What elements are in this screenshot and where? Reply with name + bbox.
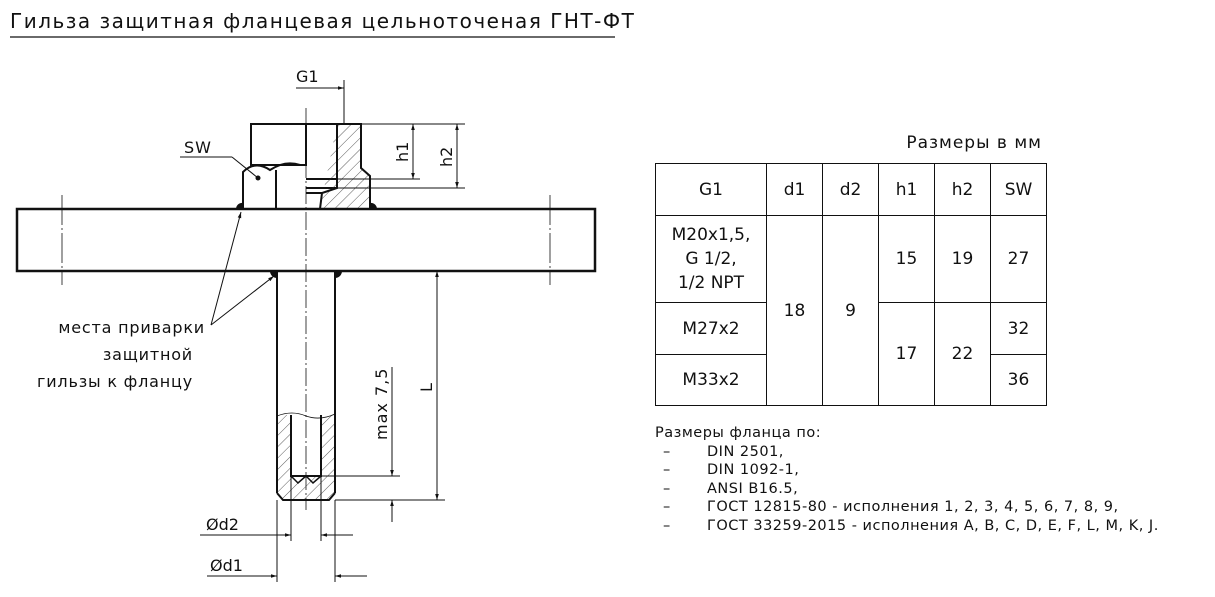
dimensions-table: G1 d1 d2 h1 h2 SW M20x1,5, G 1/2, 1/2 NP… (655, 163, 1047, 406)
list-item-text: ГОСТ 12815-80 - исполнения 1, 2, 3, 4, 5… (707, 499, 1119, 516)
dash: – (663, 499, 671, 516)
dash: – (663, 480, 671, 497)
cell-g1: M27x2 (655, 302, 767, 355)
table-row: M27x2 17 22 32 (655, 302, 1047, 406)
list-item-text: ГОСТ 33259-2015 - исполнения A, B, C, D,… (707, 517, 1159, 534)
cell-sw: 27 (990, 215, 1047, 303)
cell-h2: 19 (934, 215, 991, 303)
table-header-row: G1 d1 d2 h1 h2 SW (655, 163, 1047, 216)
weld-marks (235, 202, 378, 278)
weld-note-line-3: гильзы к фланцу (37, 372, 193, 391)
d1-label: Ød1 (210, 556, 243, 575)
header-g1: G1 (655, 163, 767, 216)
list-item: – DIN 2501, (655, 443, 1159, 462)
l-label: L (417, 383, 436, 392)
cell-g1: M20x1,5, G 1/2, 1/2 NPT (655, 215, 767, 303)
sw-label: SW (184, 138, 212, 157)
list-item-text: ANSI B16.5, (707, 480, 799, 497)
list-item: – ANSI B16.5, (655, 480, 1159, 499)
drawing-title: Гильза защитная фланцевая цельноточеная … (10, 9, 635, 33)
cell-h1: 17 (878, 302, 935, 406)
dimension-lines (180, 80, 465, 582)
g1-label: G1 (296, 67, 319, 86)
max-depth-label: max 7,5 (372, 368, 391, 440)
weld-note-line-2: защитной (103, 345, 193, 364)
h2-label: h2 (437, 147, 456, 167)
header-d1: d1 (766, 163, 823, 216)
dash: – (663, 443, 671, 460)
d2-label: Ød2 (206, 515, 239, 534)
header-d2: d2 (822, 163, 879, 216)
cell-h2: 22 (934, 302, 991, 406)
list-item: – ГОСТ 12815-80 - исполнения 1, 2, 3, 4, … (655, 498, 1159, 517)
notes-heading: Размеры фланца по: (655, 425, 822, 441)
table-row: M33x2 36 (655, 354, 1047, 406)
table-row: M20x1,5, G 1/2, 1/2 NPT 18 9 15 19 27 (655, 215, 1047, 406)
table-caption: Размеры в мм (906, 133, 1042, 153)
weld-note-line-1: места приварки (58, 318, 205, 337)
flange (15, 207, 597, 273)
dash: – (663, 462, 671, 479)
h1-label: h1 (393, 142, 412, 162)
cell-sw: 36 (990, 354, 1047, 406)
flange-standards-notes: Размеры фланца по: – DIN 2501, – DIN 1092-… (655, 424, 1159, 536)
fitting-head (242, 123, 371, 210)
cell-h1: 15 (878, 215, 935, 303)
dash: – (663, 517, 671, 534)
header-sw: SW (990, 163, 1047, 216)
header-h1: h1 (878, 163, 935, 216)
list-item-text: DIN 2501, (707, 443, 784, 460)
list-item: – ГОСТ 33259-2015 - исполнения A, B, C, D… (655, 517, 1159, 536)
header-h2: h2 (934, 163, 991, 216)
cell-d2: 9 (822, 215, 879, 406)
cell-g1: M33x2 (655, 354, 767, 406)
cell-d1: 18 (766, 215, 823, 406)
cell-sw: 32 (990, 302, 1047, 355)
list-item: – DIN 1092-1, (655, 461, 1159, 480)
list-item-text: DIN 1092-1, (707, 462, 800, 479)
